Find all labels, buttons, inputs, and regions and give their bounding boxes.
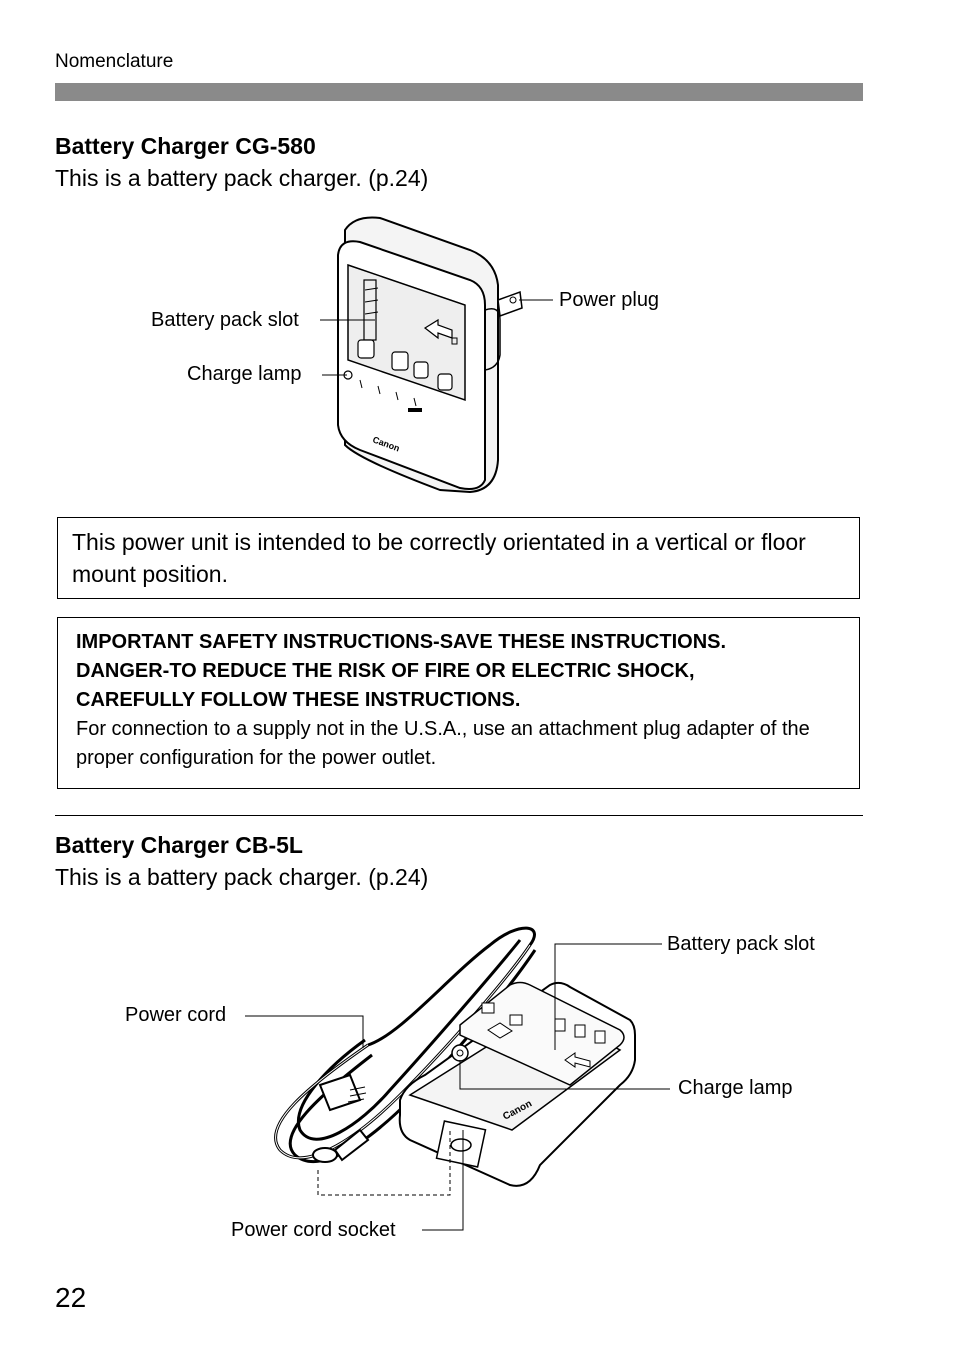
safety-line-3: CAREFULLY FOLLOW THESE INSTRUCTIONS. [76, 689, 521, 711]
safety-line-2: DANGER-TO REDUCE THE RISK OF FIRE OR ELE… [76, 660, 695, 682]
safety-body: For connection to a supply not in the U.… [76, 718, 810, 769]
orientation-notice: This power unit is intended to be correc… [57, 517, 860, 599]
cb5l-power-cord-label: Power cord [125, 1004, 227, 1026]
cb5l-charger-illustration: Canon [274, 926, 636, 1187]
cb5l-description: This is a battery pack charger. (p.24) [55, 864, 429, 890]
page-number: 22 [55, 1282, 87, 1313]
cg580-charger-illustration: Canon [337, 216, 523, 494]
safety-line-1: IMPORTANT SAFETY INSTRUCTIONS-SAVE THESE… [76, 631, 727, 653]
header-bar [55, 83, 863, 101]
cb5l-charge-lamp-label: Charge lamp [678, 1077, 793, 1099]
cg580-description: This is a battery pack charger. (p.24) [55, 165, 429, 191]
cb5l-title: Battery Charger CB-5L [55, 832, 303, 858]
cb5l-power-cord-socket-label: Power cord socket [231, 1219, 396, 1241]
section-divider [55, 815, 863, 816]
cg580-title: Battery Charger CG-580 [55, 133, 316, 159]
cg580-leader-lines [320, 299, 553, 376]
cg580-battery-pack-slot-label: Battery pack slot [151, 309, 299, 331]
safety-instructions: IMPORTANT SAFETY INSTRUCTIONS-SAVE THESE… [57, 617, 860, 789]
cg580-charge-lamp-label: Charge lamp [187, 363, 302, 385]
cb5l-leader-lines [245, 943, 670, 1231]
cb5l-battery-pack-slot-label: Battery pack slot [667, 933, 815, 955]
section-label: Nomenclature [55, 51, 174, 72]
cg580-power-plug-label: Power plug [559, 289, 660, 311]
